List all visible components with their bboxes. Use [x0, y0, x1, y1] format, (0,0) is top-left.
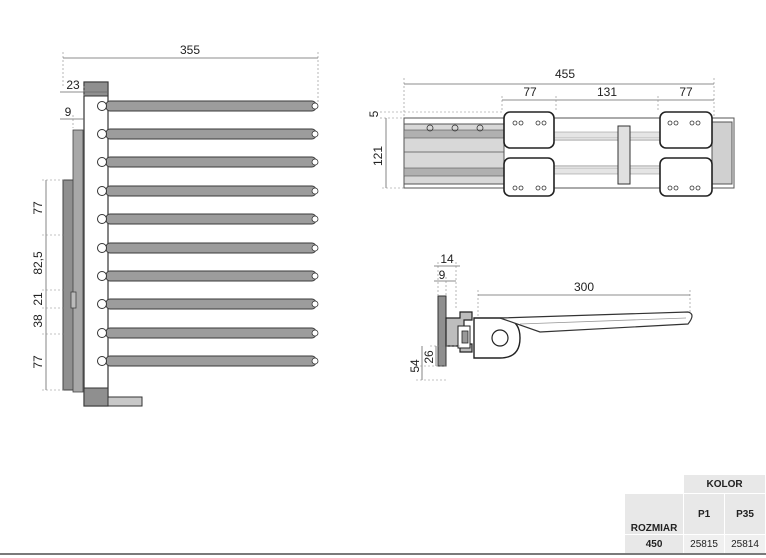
end-wall-plate	[437, 295, 447, 367]
hanger-bar-4	[105, 185, 317, 197]
bar-pivot-10	[97, 356, 107, 366]
dim-offset: 5	[367, 110, 381, 117]
bar-tip-2	[311, 130, 319, 138]
dim-segment-right: 77	[679, 85, 693, 99]
bar-pivot-1	[97, 101, 107, 111]
hanger-bar-9	[105, 327, 317, 339]
spec-table: KOLOR ROZMIAR P1 P35 450 25815 25814	[623, 474, 766, 554]
kolor-header: KOLOR	[683, 474, 766, 494]
hanger-bar-1	[105, 100, 317, 112]
bar-pivot-7	[97, 271, 107, 281]
left-bracket-top	[503, 111, 555, 149]
bar-pivot-4	[97, 186, 107, 196]
hanger-bar-8	[105, 298, 317, 310]
col-p35-header: P35	[724, 493, 766, 535]
dim-spacing-small: 21	[31, 292, 45, 306]
code-p1-cell: 25815	[683, 534, 726, 554]
dim-depth: 121	[371, 146, 385, 166]
hanger-bar-10	[105, 355, 317, 367]
bottom-rule	[0, 553, 766, 555]
dim-bar-offset: 9	[65, 105, 72, 119]
bar-pivot-2	[97, 129, 107, 139]
bar-tip-6	[311, 244, 319, 252]
center-clip	[617, 125, 631, 185]
end-view: 14 9 300 26 54	[408, 252, 693, 381]
dim-arm-length: 300	[574, 280, 594, 294]
dim-end-c: 26	[422, 350, 436, 364]
dim-overall-width: 355	[180, 43, 200, 57]
dim-spacing-mid: 82,5	[31, 251, 45, 275]
hanger-bar-7	[105, 270, 317, 282]
top-view: 455 77 131 77 5 121	[367, 67, 735, 197]
bar-tip-9	[311, 329, 319, 337]
dim-spacing-lower: 38	[31, 314, 45, 328]
dim-spacing-top: 77	[31, 201, 45, 215]
bar-pivot-8	[97, 299, 107, 309]
rozmiar-header: ROZMIAR	[623, 493, 685, 535]
bar-tip-10	[311, 357, 319, 365]
hanger-bar-6	[105, 242, 317, 254]
hanger-bars	[97, 100, 319, 367]
bar-pivot-9	[97, 328, 107, 338]
wall-bracket	[70, 291, 77, 309]
frame-foot	[107, 396, 143, 407]
dim-end-d: 54	[408, 359, 422, 373]
bar-tip-8	[311, 300, 319, 308]
bar-tip-1	[311, 102, 319, 110]
frame-top-cap	[83, 81, 109, 97]
side-view: 355 23 9 77 82,5 21 38 77	[31, 43, 319, 407]
right-end-block	[711, 121, 733, 185]
dim-segment-mid: 131	[597, 85, 617, 99]
size-cell: 450	[623, 534, 685, 554]
dim-end-a: 14	[440, 252, 454, 266]
frame-bottom	[83, 387, 109, 407]
bar-tip-7	[311, 272, 319, 280]
dim-spacing-bottom: 77	[31, 355, 45, 369]
bar-pivot-5	[97, 214, 107, 224]
hanger-bar-5	[105, 213, 317, 225]
hanger-bar-2	[105, 128, 317, 140]
dim-frame-width: 23	[66, 78, 80, 92]
right-bracket-top	[659, 111, 713, 149]
dim-end-b: 9	[439, 268, 446, 282]
dim-segment-left: 77	[523, 85, 537, 99]
bar-tip-3	[311, 158, 319, 166]
code-p35-cell: 25814	[724, 534, 766, 554]
right-bracket-bottom	[659, 157, 713, 197]
left-bracket-bottom	[503, 157, 555, 197]
dim-overall-length: 455	[555, 67, 575, 81]
bar-pivot-6	[97, 243, 107, 253]
hanger-bar-3	[105, 156, 317, 168]
end-arm	[499, 311, 693, 333]
col-p1-header: P1	[683, 493, 726, 535]
wall-plate-inner	[72, 129, 84, 393]
bar-tip-4	[311, 187, 319, 195]
bar-tip-5	[311, 215, 319, 223]
end-arm-ring	[491, 329, 509, 347]
bar-pivot-3	[97, 157, 107, 167]
